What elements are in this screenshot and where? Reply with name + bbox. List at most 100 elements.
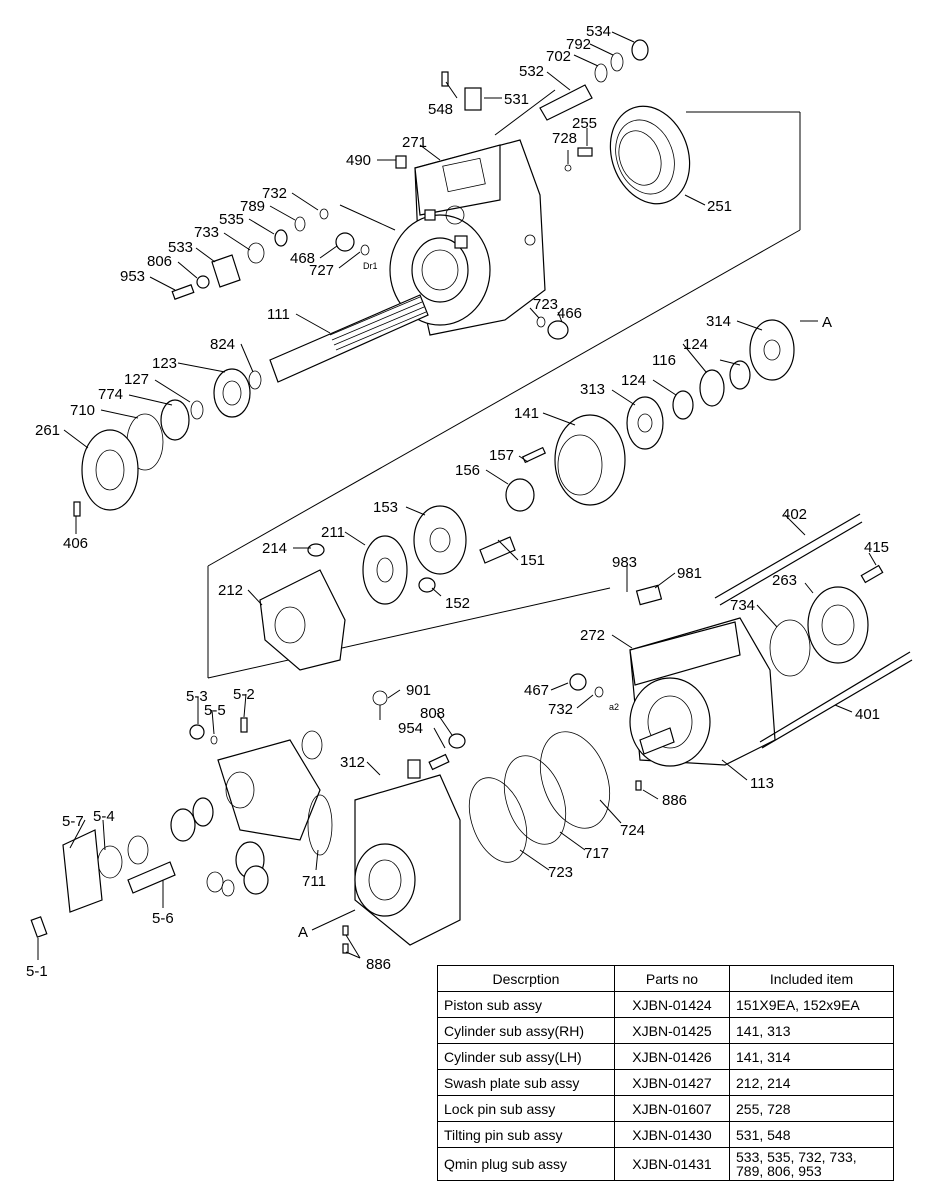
table-row: Tilting pin sub assy XJBN-01430 531, 548 (437, 1121, 894, 1148)
seal-ring-251 (609, 105, 691, 205)
table-cell-parts-no: XJBN-01424 (614, 991, 730, 1018)
table-row: Cylinder sub assy(LH) XJBN-01426 141, 31… (437, 1043, 894, 1070)
table-row: Qmin plug sub assy XJBN-01431 533, 535, … (437, 1147, 894, 1181)
frame-lines (207, 89, 801, 679)
callout-261: 261 (35, 422, 60, 439)
table-cell-parts-no: XJBN-01426 (614, 1043, 730, 1070)
table-cell-included: 255, 728 (729, 1095, 894, 1122)
housing-272 (569, 513, 913, 767)
callout-labels: 534 792 702 532 548 531 728 255 271 490 … (26, 23, 889, 980)
callout-313: 313 (580, 381, 605, 398)
callout-467: 467 (524, 682, 549, 699)
table-cell-parts-no: XJBN-01427 (614, 1069, 730, 1096)
shaft-111 (73, 294, 429, 517)
callout-723-top: 723 (533, 296, 558, 313)
callout-981: 981 (677, 565, 702, 582)
table-cell-description: Cylinder sub assy(RH) (437, 1017, 615, 1044)
table-cell-included: 141, 314 (729, 1043, 894, 1070)
table-cell-description: Lock pin sub assy (437, 1095, 615, 1122)
table-cell-included: 151X9EA, 152x9EA (729, 991, 894, 1018)
callout-214: 214 (262, 540, 287, 557)
callout-824: 824 (210, 336, 235, 353)
callout-532: 532 (519, 63, 544, 80)
callout-702: 702 (546, 48, 571, 65)
callout-732-top: 732 (262, 185, 287, 202)
callout-415: 415 (864, 539, 889, 556)
callout-466: 466 (557, 305, 582, 322)
callout-531: 531 (504, 91, 529, 108)
table-cell-parts-no: XJBN-01431 (614, 1147, 730, 1181)
callout-724: 724 (620, 822, 645, 839)
callout-5-2: 5-2 (233, 686, 255, 703)
table-cell-included: 141, 313 (729, 1017, 894, 1044)
table-cell-parts-no: XJBN-01425 (614, 1017, 730, 1044)
housing-312 (354, 690, 466, 946)
callout-774: 774 (98, 386, 123, 403)
table-header-included-item: Included item (729, 965, 894, 992)
callout-535: 535 (219, 211, 244, 228)
callout-271: 271 (402, 134, 427, 151)
callout-468: 468 (290, 250, 315, 267)
callout-a2: a2 (609, 702, 619, 712)
o-rings (468, 731, 610, 863)
callout-212: 212 (218, 582, 243, 599)
callout-808: 808 (420, 705, 445, 722)
callout-806: 806 (147, 253, 172, 270)
callout-886-right: 886 (662, 792, 687, 809)
table-header-row: Descrption Parts no Included item (437, 965, 894, 992)
callout-717: 717 (584, 845, 609, 862)
callout-533: 533 (168, 239, 193, 256)
callout-792: 792 (566, 36, 591, 53)
callout-124-left: 124 (621, 372, 646, 389)
callout-534: 534 (586, 23, 611, 40)
table-cell-description: Tilting pin sub assy (437, 1121, 615, 1148)
callout-886-bottom: 886 (366, 956, 391, 973)
callout-406: 406 (63, 535, 88, 552)
rotating-group (362, 319, 795, 605)
callout-A-top: A (822, 314, 832, 331)
table-cell-description: Qmin plug sub assy (437, 1147, 615, 1181)
callout-263: 263 (772, 572, 797, 589)
table-cell-description: Swash plate sub assy (437, 1069, 615, 1096)
callout-123: 123 (152, 355, 177, 372)
table-cell-parts-no: XJBN-01607 (614, 1095, 730, 1122)
table-cell-included: 531, 548 (729, 1121, 894, 1148)
table-cell-description: Piston sub assy (437, 991, 615, 1018)
callout-272: 272 (580, 627, 605, 644)
callout-983: 983 (612, 554, 637, 571)
callout-5-3: 5-3 (186, 688, 208, 705)
callout-5-7: 5-7 (62, 813, 84, 830)
table-cell-parts-no: XJBN-01430 (614, 1121, 730, 1148)
callout-152: 152 (445, 595, 470, 612)
callout-127: 127 (124, 371, 149, 388)
callout-5-5: 5-5 (204, 702, 226, 719)
table-cell-description: Cylinder sub assy(LH) (437, 1043, 615, 1070)
callout-728: 728 (552, 130, 577, 147)
swash-plate-212 (259, 543, 346, 671)
callout-490: 490 (346, 152, 371, 169)
callout-789: 789 (240, 198, 265, 215)
table-cell-included: 533, 535, 732, 733, 789, 806, 953 (729, 1147, 894, 1181)
callout-5-1: 5-1 (26, 963, 48, 980)
callout-901: 901 (406, 682, 431, 699)
callout-116: 116 (652, 352, 676, 369)
callout-153: 153 (373, 499, 398, 516)
callout-402: 402 (782, 506, 807, 523)
callout-151: 151 (520, 552, 545, 569)
callout-5-6: 5-6 (152, 910, 174, 927)
callout-255: 255 (572, 115, 597, 132)
callout-157: 157 (489, 447, 514, 464)
callout-251: 251 (707, 198, 732, 215)
callout-723-bottom: 723 (548, 864, 573, 881)
callout-211: 211 (321, 524, 345, 541)
callout-124-right: 124 (683, 336, 708, 353)
callout-710: 710 (70, 402, 95, 419)
table-row: Cylinder sub assy(RH) XJBN-01425 141, 31… (437, 1017, 894, 1044)
callout-401: 401 (855, 706, 880, 723)
leader-lines (37, 31, 877, 960)
callout-727: 727 (309, 262, 334, 279)
table-row: Swash plate sub assy XJBN-01427 212, 214 (437, 1069, 894, 1096)
table-header-parts-no: Parts no (614, 965, 730, 992)
parts-table: Descrption Parts no Included item Piston… (437, 965, 894, 1181)
